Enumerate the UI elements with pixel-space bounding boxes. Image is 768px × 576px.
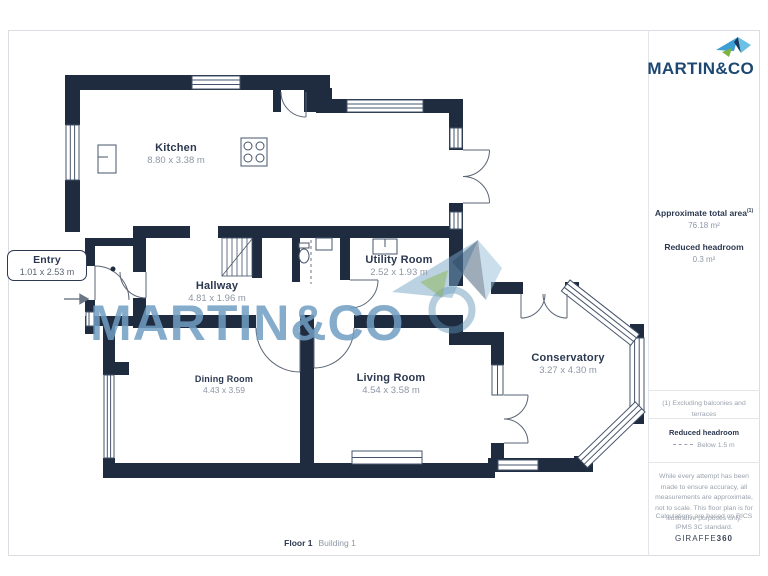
room-label-kitchen: Kitchen 8.80 x 3.38 m xyxy=(116,142,236,166)
toilet xyxy=(298,242,310,264)
room-label-dining: Dining Room 4.43 x 3.59 xyxy=(164,374,284,395)
room-label-hallway: Hallway 4.81 x 1.96 m xyxy=(157,280,277,304)
room-name: Utility Room xyxy=(365,254,433,266)
martinco-bird-icon xyxy=(716,37,751,57)
page-border xyxy=(8,30,760,556)
martinco-logo: MARTIN&CO xyxy=(647,36,754,79)
utility-cabinet xyxy=(315,237,333,251)
fixtures xyxy=(97,137,398,272)
doors xyxy=(94,91,568,444)
room-name: Conservatory xyxy=(531,352,605,364)
utility-sink xyxy=(372,238,398,255)
total-area-label: Approximate total area(1) xyxy=(654,208,754,218)
cooktop xyxy=(240,137,268,167)
sidebar-divider xyxy=(648,30,649,556)
reduced-headroom-block: Reduced headroom 0.3 m² xyxy=(652,242,756,264)
legend-label: Reduced headroom xyxy=(668,428,739,437)
floor-label: Floor 1 xyxy=(284,538,313,548)
room-name: Dining Room xyxy=(194,374,254,384)
giraffe360-brand: GIRAFFE360 xyxy=(652,534,756,543)
legend-block: Reduced headroom Below 1.5 m xyxy=(652,428,756,452)
logo-text: MARTIN&CO xyxy=(647,59,754,78)
room-name: Kitchen xyxy=(155,142,197,154)
room-name: Entry xyxy=(33,254,61,266)
total-area-value: 76.18 m² xyxy=(688,221,720,230)
footnote-marker: (1) xyxy=(747,208,754,215)
sidebar-rule xyxy=(649,462,760,463)
room-dims: 2.52 x 1.93 m xyxy=(370,267,428,278)
reduced-headroom-value: 0.3 m² xyxy=(692,255,716,264)
giraffe360-bird-watermark xyxy=(392,240,502,334)
stairs xyxy=(221,237,253,277)
plan-footer: Floor 1 Building 1 xyxy=(200,538,440,548)
disclaimer-text: While every attempt has been made to ens… xyxy=(655,473,753,523)
building-label: Building 1 xyxy=(318,538,356,548)
room-label-utility: Utility Room 2.52 x 1.93 m xyxy=(339,254,459,278)
door-stop-dot xyxy=(110,266,116,272)
room-dims: 4.43 x 3.59 xyxy=(202,385,246,395)
room-name: Hallway xyxy=(195,280,239,292)
room-dims: 8.80 x 3.38 m xyxy=(147,155,205,166)
room-dims: 4.54 x 3.58 m xyxy=(362,385,420,396)
room-dims: 1.01 x 2.53 m xyxy=(19,267,75,277)
windows xyxy=(65,75,646,471)
room-name: Living Room xyxy=(356,372,426,384)
legend-entry: Below 1.5 m xyxy=(652,441,756,452)
sidebar-rule xyxy=(649,390,760,391)
calculation-note: Calculations are based on RICS IPMS 3C s… xyxy=(655,513,753,531)
kitchen-sink xyxy=(97,144,117,174)
total-area-block: Approximate total area(1) 76.18 m² xyxy=(652,208,756,230)
area-footnote: (1) Excluding balconies and terraces xyxy=(662,400,746,418)
brand-name: GIRAFFE xyxy=(674,534,717,543)
room-label-living: Living Room 4.54 x 3.58 m xyxy=(331,372,451,396)
room-label-conservatory: Conservatory 3.27 x 4.30 m xyxy=(508,352,628,376)
brand-watermark-text: MARTIN&CO xyxy=(90,295,405,351)
entry-callout: Entry 1.01 x 2.53 m xyxy=(7,250,87,281)
dashed-line-sample xyxy=(673,444,694,445)
room-dims: 4.81 x 1.96 m xyxy=(188,293,246,304)
entry-arrow-icon xyxy=(64,293,90,305)
sidebar-rule xyxy=(649,418,760,419)
room-dims: 3.27 x 4.30 m xyxy=(539,365,597,376)
brand-name-bold: 360 xyxy=(716,534,734,543)
legend-value: Below 1.5 m xyxy=(697,442,735,449)
reduced-headroom-label: Reduced headroom xyxy=(664,242,744,252)
